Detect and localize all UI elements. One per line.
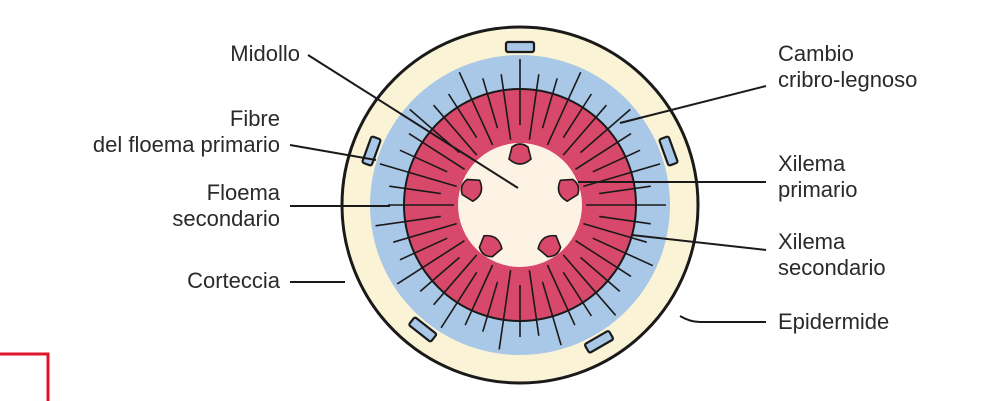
label-midollo: Midollo — [150, 41, 300, 67]
label-corteccia-text: Corteccia — [120, 268, 280, 294]
label-fibre: Fibre del floema primario — [40, 106, 280, 158]
red-corner-marker — [0, 354, 48, 401]
label-floema: Floema secondario — [100, 180, 280, 232]
label-floema-line1: Floema — [100, 180, 280, 206]
label-xilema-secondario-line2: secondario — [778, 255, 886, 281]
label-cambio-line2: cribro-legnoso — [778, 67, 917, 93]
label-xilema-primario: Xilema primario — [778, 151, 857, 203]
label-fibre-line2: del floema primario — [40, 132, 280, 158]
label-fibre-line1: Fibre — [40, 106, 280, 132]
label-xilema-secondario-line1: Xilema — [778, 229, 886, 255]
label-epidermide: Epidermide — [778, 309, 889, 335]
phloem-fibre-patch — [506, 42, 534, 52]
label-cambio-line1: Cambio — [778, 41, 917, 67]
label-corteccia: Corteccia — [120, 268, 280, 294]
xylem-bundle — [509, 144, 531, 164]
label-midollo-text: Midollo — [150, 41, 300, 67]
label-xilema-secondario: Xilema secondario — [778, 229, 886, 281]
label-epidermide-text: Epidermide — [778, 309, 889, 335]
label-xilema-primario-line1: Xilema — [778, 151, 857, 177]
leader-epidermide — [680, 316, 766, 322]
label-cambio: Cambio cribro-legnoso — [778, 41, 917, 93]
label-xilema-primario-line2: primario — [778, 177, 857, 203]
label-floema-line2: secondario — [100, 206, 280, 232]
